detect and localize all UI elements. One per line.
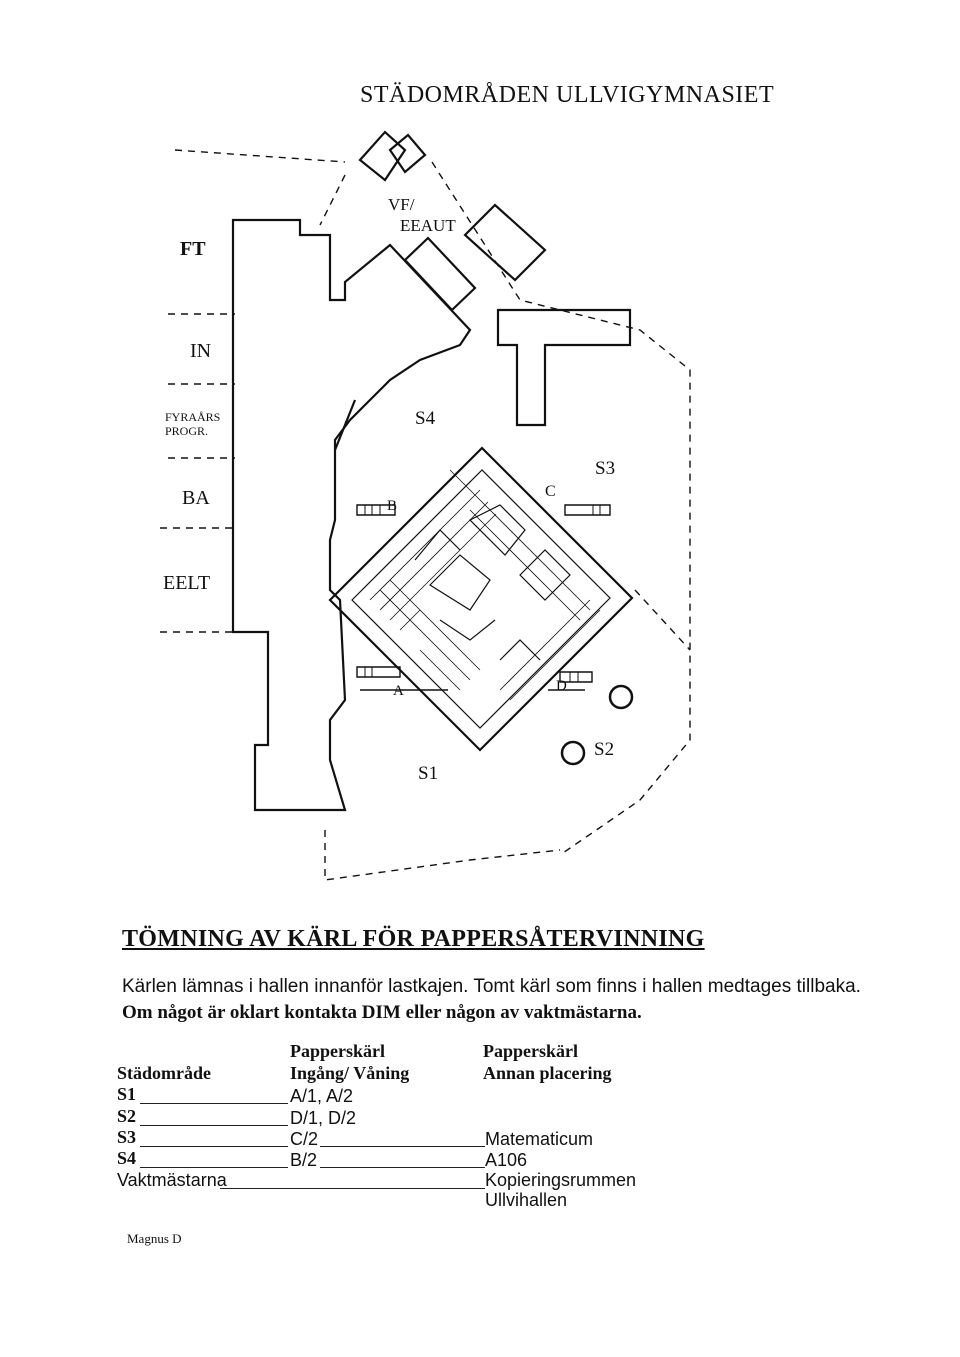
label-vf: VF/ [388, 195, 415, 214]
label-ft: FT [180, 238, 206, 260]
row-area: S1 [117, 1084, 137, 1104]
col3-header-line1: Papperskärl [483, 1041, 579, 1061]
row-entrance: C/2 [290, 1129, 319, 1149]
row-other: A106 [485, 1150, 528, 1170]
row-area: S4 [117, 1148, 137, 1168]
row-other: Matematicum [485, 1129, 594, 1149]
row-other: Kopieringsrummen [485, 1170, 637, 1190]
section-heading: TÖMNING AV KÄRL FÖR PAPPERSÅTERVINNING [122, 926, 705, 952]
contact-text: Om något är oklart kontakta DIM eller nå… [122, 1002, 642, 1023]
col3-header-line2: Annan placering [483, 1063, 612, 1083]
label-s2: S2 [594, 739, 615, 760]
label-entrance-d: D [556, 678, 567, 694]
label-entrance-b: B [387, 498, 398, 514]
instruction-text: Kärlen lämnas i hallen innanför lastkaje… [122, 976, 861, 997]
label-s1: S1 [418, 763, 439, 784]
row-entrance: B/2 [290, 1150, 318, 1170]
label-ba: BA [182, 487, 210, 509]
label-s3: S3 [595, 458, 616, 479]
label-eeaut: EEAUT [400, 216, 456, 235]
row-area: Vaktmästarna [117, 1170, 227, 1190]
label-entrance-a: A [393, 683, 404, 699]
label-in: IN [190, 340, 212, 362]
row-other: Ullvihallen [485, 1190, 568, 1210]
row-area: S2 [117, 1106, 137, 1126]
row-entrance: D/1, D/2 [290, 1108, 357, 1128]
label-entrance-c: C [545, 483, 556, 500]
label-fyraars: FYRAÅRS [165, 410, 221, 424]
row-area: S3 [117, 1127, 137, 1147]
row-entrance: A/1, A/2 [290, 1086, 354, 1106]
col2-header-line1: Papperskärl [290, 1041, 386, 1061]
label-progr: PROGR. [165, 424, 209, 438]
label-eelt: EELT [163, 572, 211, 594]
col2-header-line2: Ingång/ Våning [290, 1063, 410, 1083]
label-s4: S4 [415, 408, 436, 429]
col1-header: Städområde [117, 1063, 211, 1083]
signature: Magnus D [127, 1231, 182, 1246]
floor-plan-map [160, 130, 691, 881]
page-title: STÄDOMRÅDEN ULLVIGYMNASIET [360, 82, 775, 108]
